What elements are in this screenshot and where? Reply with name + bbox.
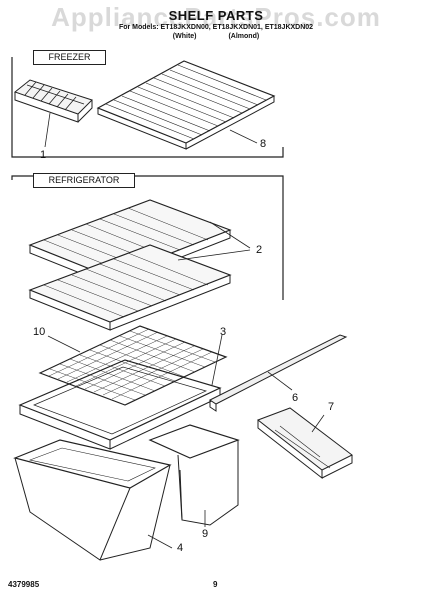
callout-2: 2	[256, 244, 263, 256]
leader-3	[211, 334, 223, 386]
freezer-section-label: FREEZER	[33, 50, 106, 65]
callout-1: 1	[40, 149, 47, 161]
page-title: SHELF PARTS	[168, 8, 264, 23]
callout-7: 7	[328, 401, 335, 413]
freezer-section-border	[11, 57, 284, 158]
callout-6: 6	[292, 392, 299, 404]
crisper-cover-lattice-drawing	[38, 325, 228, 406]
leader-4	[147, 534, 173, 549]
callout-9: 9	[202, 528, 209, 540]
leader-1	[44, 112, 51, 148]
callout-3: 3	[220, 326, 227, 338]
refrigerator-section-label: REFRIGERATOR	[33, 173, 135, 188]
leader-6	[267, 371, 293, 391]
freezer-wire-shelf-drawing	[96, 60, 276, 150]
ice-tray-drawing	[13, 79, 93, 123]
color-white: (White)	[172, 33, 197, 40]
leader-10	[47, 335, 81, 353]
leader-8	[229, 129, 258, 144]
callout-8: 8	[260, 138, 267, 150]
leader-7	[311, 414, 325, 433]
glass-shelf-lower-drawing	[28, 244, 232, 331]
callout-leaders	[44, 112, 325, 549]
leader-2a	[209, 221, 251, 249]
watermark: AppliancePartsPros.com	[51, 2, 381, 32]
color-variants: (White) (Almond)	[0, 33, 432, 40]
page-number: 9	[213, 580, 218, 589]
model-list: For Models: ET18JKXDN00, ET18JKXDN01, ET…	[118, 24, 314, 31]
color-almond: (Almond)	[228, 33, 260, 40]
crisper-frame-drawing	[18, 359, 222, 450]
control-assembly-drawing	[256, 407, 353, 480]
divider-bar-drawing	[209, 334, 348, 412]
callout-4: 4	[177, 542, 184, 554]
leader-2b	[177, 249, 251, 261]
refrigerator-section-border	[11, 175, 284, 300]
crisper-drawer-right-drawing	[148, 424, 240, 526]
document-number: 4379985	[8, 580, 40, 589]
crisper-drawer-left-drawing	[13, 439, 172, 561]
callout-10: 10	[33, 326, 46, 338]
